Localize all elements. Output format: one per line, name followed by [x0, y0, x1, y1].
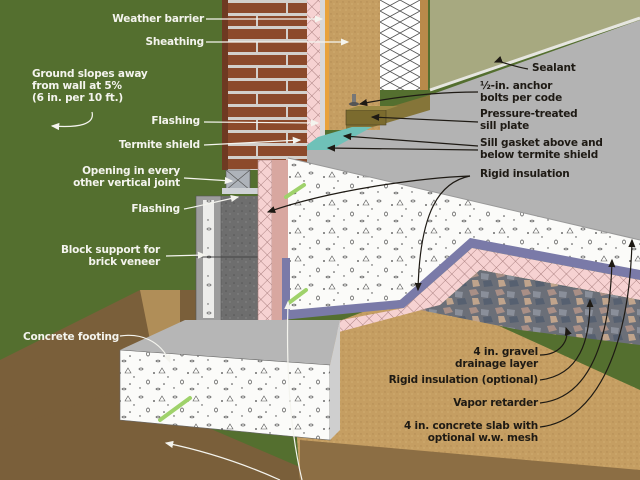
label-weather-barrier: Weather barrier [112, 13, 204, 25]
weather-barrier-layer [325, 0, 329, 130]
rebar [284, 183, 306, 199]
label-ground-slope-2: from wall at 5% [32, 80, 122, 92]
label-sill-plate-1: Pressure-treated [480, 108, 578, 120]
label-slab-1: 4 in. concrete slab with [403, 420, 538, 432]
underslab-insulation [290, 248, 640, 345]
label-opening-2: other vertical joint [73, 177, 180, 189]
gravel-layer [420, 270, 640, 345]
label-sheathing: Sheathing [145, 36, 204, 48]
rebar [158, 396, 192, 422]
white-leader-lines [50, 15, 350, 480]
vapor-retarder [282, 238, 640, 320]
label-block-support-2: brick veneer [88, 256, 160, 268]
cavity-insulation [380, 0, 420, 90]
label-termite-shield: Termite shield [118, 139, 200, 151]
label-ground-slope-1: Ground slopes away [32, 68, 148, 80]
label-sill-gasket-2: below termite shield [480, 149, 599, 161]
label-vapor-retarder: Vapor retarder [453, 397, 538, 409]
rigid-insulation-wall [305, 0, 320, 150]
concrete-slab [288, 158, 640, 315]
label-sill-plate-2: sill plate [480, 120, 530, 132]
sealant-bead [429, 16, 640, 92]
sill-gasket [300, 127, 372, 150]
label-flashing-lower: Flashing [131, 203, 180, 215]
label-sealant: Sealant [532, 62, 576, 74]
label-anchor-bolts-1: ½-in. anchor [480, 80, 553, 92]
flashing [222, 188, 258, 194]
label-sill-gasket-1: Sill gasket above and [480, 137, 603, 149]
rigid-insulation-perimeter [257, 159, 273, 331]
anchor-bolt [352, 94, 356, 106]
label-gravel-2: drainage layer [455, 358, 538, 370]
label-gravel-1: 4 in. gravel [473, 346, 538, 358]
label-slab-2: optional w.w. mesh [427, 432, 538, 444]
label-anchor-bolts-2: bolts per code [480, 92, 562, 104]
rebar [288, 288, 308, 304]
label-opening-1: Opening in every [82, 165, 180, 177]
label-flashing-upper: Flashing [151, 115, 200, 127]
subgrade-soil [290, 290, 640, 480]
interior-wallboard [430, 0, 640, 90]
label-rigid-insulation-optional: Rigid insulation (optional) [388, 374, 539, 386]
slab-top-surface [290, 20, 640, 250]
black-leader-lines [266, 55, 636, 428]
label-block-support-1: Block support for [60, 244, 160, 256]
label-rigid-insulation: Rigid insulation [480, 168, 570, 180]
brick-veneer [222, 0, 307, 170]
label-ground-slope-3: (6 in. per 10 ft.) [32, 92, 123, 104]
label-concrete-footing: Concrete footing [23, 331, 120, 343]
